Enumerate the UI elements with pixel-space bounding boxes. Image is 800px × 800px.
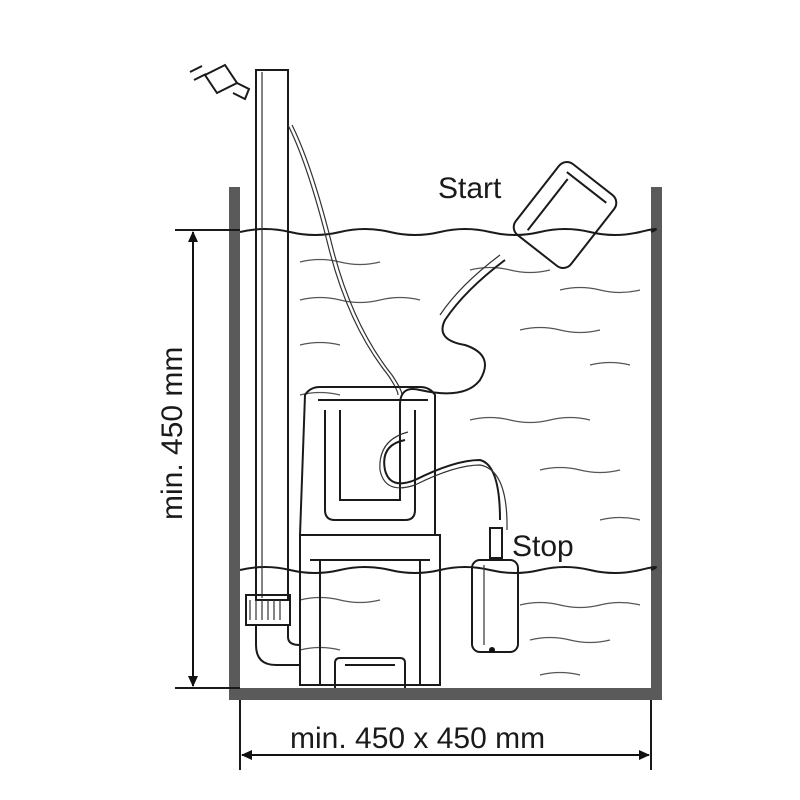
water-stop-level	[239, 566, 658, 676]
min-height-label: min. 450 mm	[156, 347, 189, 520]
height-dimension: min. 450 mm	[156, 229, 240, 689]
start-float-switch	[512, 161, 618, 269]
shaft	[229, 187, 662, 700]
shaft-floor	[229, 688, 662, 700]
min-base-label: min. 450 x 450 mm	[290, 722, 545, 755]
power-cable	[287, 124, 399, 396]
pipe-elbow	[255, 625, 301, 666]
power-plug	[189, 63, 251, 101]
start-float-cable	[399, 259, 506, 430]
shaft-right-wall	[651, 187, 662, 700]
stop-float-cable	[383, 439, 501, 521]
submersible-pump	[298, 386, 441, 688]
shaft-left-wall	[229, 187, 240, 700]
pipe-connector	[245, 594, 291, 626]
stop-float-switch	[471, 527, 519, 653]
water-start-level	[239, 228, 658, 521]
base-dimension: min. 450 x 450 mm	[239, 700, 652, 770]
stop-label: Stop	[512, 530, 574, 563]
discharge-pipe	[245, 69, 301, 666]
start-label: Start	[438, 172, 502, 205]
